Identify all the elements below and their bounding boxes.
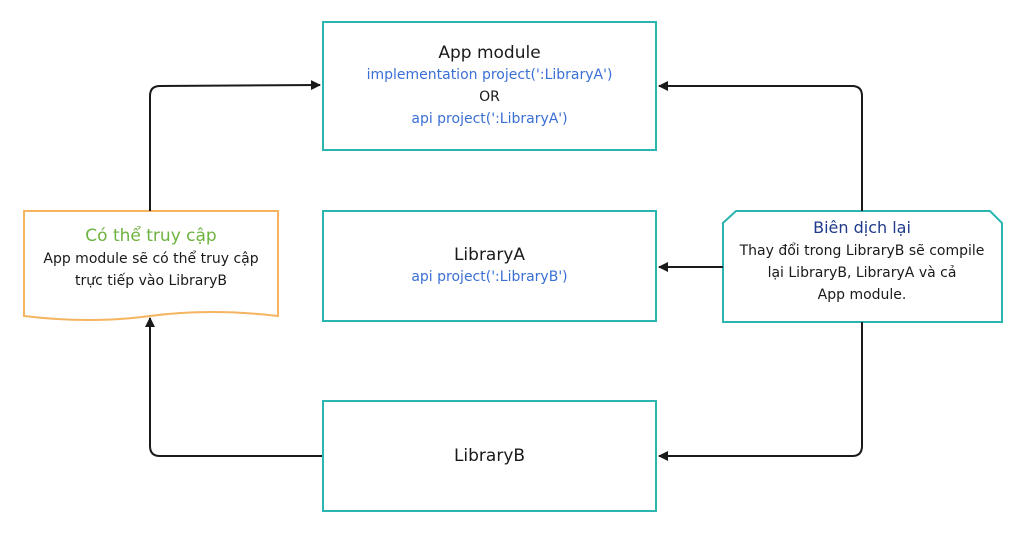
app-module-box: App module implementation project(':Libr…: [322, 21, 657, 151]
library-b-title: LibraryB: [453, 446, 526, 466]
arrow-compile-to-app: [658, 81, 863, 211]
access-note: Có thể truy cập App module sẽ có thể tru…: [24, 216, 278, 292]
compile-note-title: Biên dịch lại: [813, 218, 911, 237]
library-a-title: LibraryA: [453, 245, 526, 265]
compile-note-line2: lại LibraryB, LibraryA và cả: [767, 265, 957, 281]
app-module-implementation: implementation project(':LibraryA'): [366, 67, 613, 83]
access-note-line2: trực tiếp vào LibraryB: [74, 273, 228, 289]
access-note-shape: [23, 210, 279, 321]
app-module-api: api project(':LibraryA'): [411, 111, 568, 127]
compile-note: Biên dịch lại Thay đổi trong LibraryB sẽ…: [723, 212, 1001, 306]
compile-note-line1: Thay đổi trong LibraryB sẽ compile: [739, 243, 985, 259]
compile-note-shape: [722, 210, 1003, 323]
access-note-line1: App module sẽ có thể truy cập: [43, 251, 259, 267]
compile-note-line3: App module.: [817, 287, 907, 303]
app-module-title: App module: [438, 43, 541, 63]
library-a-api: api project(':LibraryB'): [411, 269, 568, 285]
app-module-or: OR: [479, 89, 500, 105]
library-a-box: LibraryA api project(':LibraryB'): [322, 210, 657, 322]
arrow-access-to-app: [149, 80, 321, 211]
arrow-libb-to-access: [145, 317, 322, 457]
library-b-box: LibraryB: [322, 400, 657, 512]
access-note-title: Có thể truy cập: [85, 226, 217, 246]
arrow-compile-to-libb: [658, 322, 863, 461]
